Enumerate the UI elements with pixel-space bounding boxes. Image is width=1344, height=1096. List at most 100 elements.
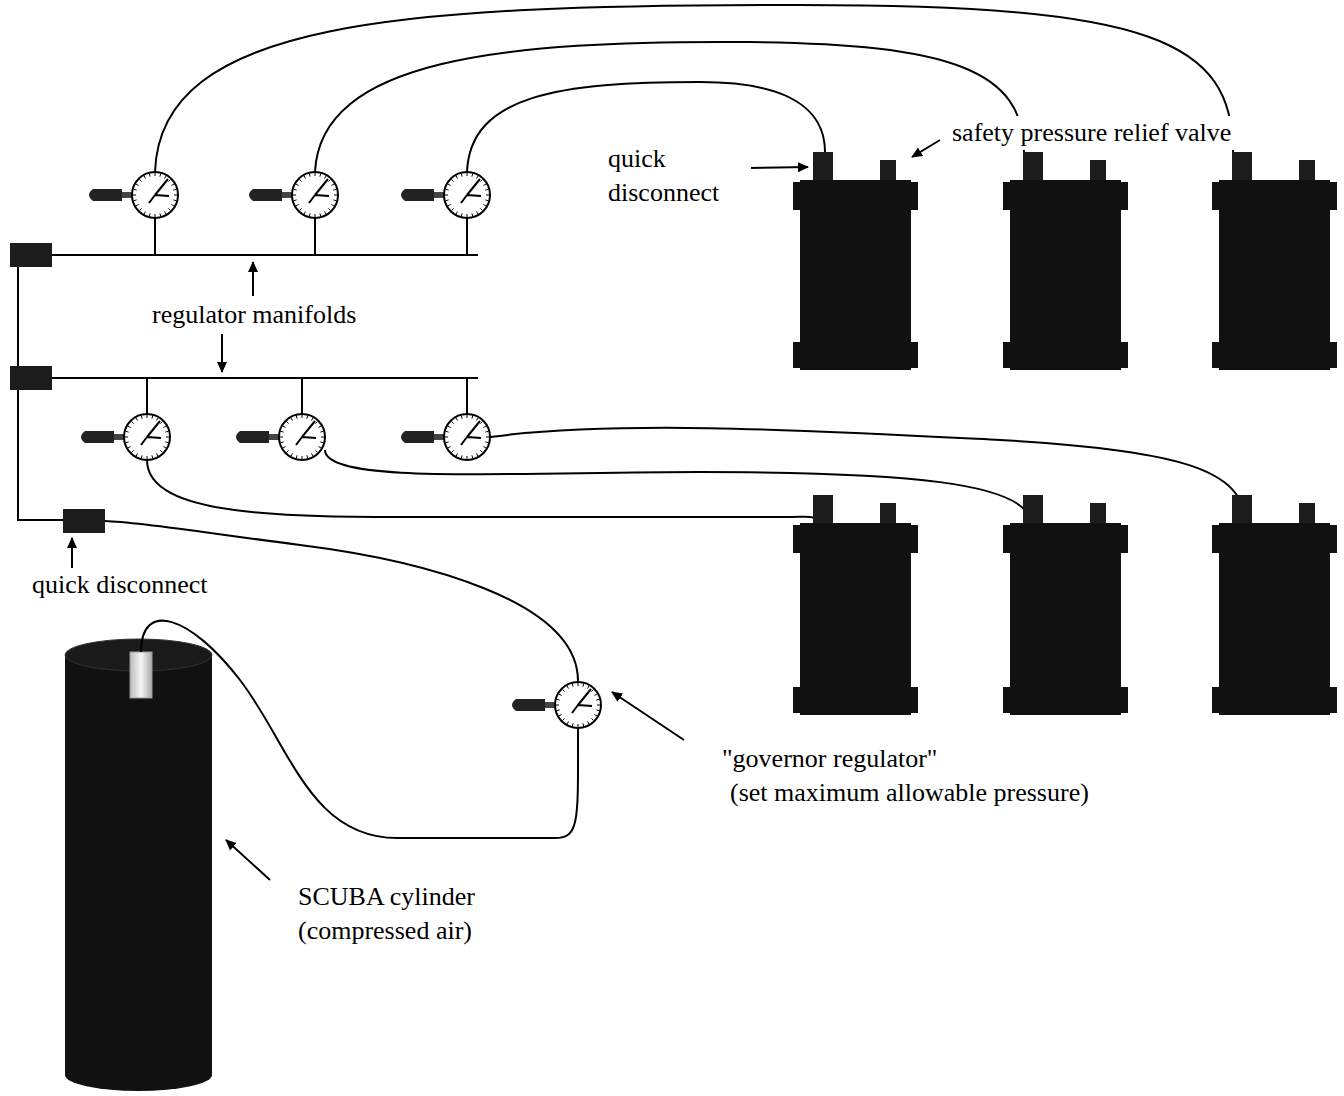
gauge-tick — [173, 189, 176, 191]
vessel-cap — [793, 342, 918, 368]
gauge-tick — [461, 455, 463, 458]
gauge-tick — [306, 455, 308, 458]
label: (set maximum allowable pressure) — [727, 776, 1092, 810]
label: quick disconnect — [29, 568, 210, 602]
gauge-tick — [485, 441, 488, 443]
gauge-tick — [467, 173, 468, 176]
gauge-tick — [281, 431, 284, 433]
gauge-tick — [334, 195, 337, 196]
gauge-needle — [296, 421, 316, 445]
gauge-tick — [480, 450, 482, 452]
gauge-tick — [165, 211, 167, 214]
gauge-tick — [320, 441, 323, 443]
gauge-tick — [562, 689, 564, 691]
gauge-tick — [582, 684, 584, 687]
gauge-tick — [157, 418, 159, 421]
gauge-tick — [302, 415, 303, 418]
gauge-tick — [157, 453, 159, 456]
gauge-tick — [168, 208, 170, 210]
gauge-tick — [448, 184, 451, 186]
gauge-tick — [477, 453, 479, 456]
gauge-tick — [451, 208, 453, 210]
relief-valve — [1299, 160, 1315, 182]
gauge-tick — [480, 179, 482, 181]
gauge-tick — [160, 450, 162, 452]
gauge-tick — [286, 421, 288, 423]
pressure-gauges — [81, 172, 601, 728]
gauge-tick — [572, 684, 574, 687]
gauge-tick — [149, 213, 151, 216]
relief-valve — [1090, 160, 1106, 182]
gauge-tick — [147, 415, 148, 418]
gauge-tick — [144, 211, 146, 214]
gauge-needle — [149, 179, 169, 203]
gauge-tick — [467, 214, 468, 217]
quick-disconnect — [1232, 152, 1252, 182]
gauge-tick — [136, 418, 138, 421]
gauge-face — [555, 682, 601, 728]
gauge-tick — [461, 213, 463, 216]
gauge-tick — [559, 694, 562, 696]
scuba-cylinder — [65, 639, 212, 1091]
gauge-tick — [134, 189, 137, 191]
gauge-tick — [456, 176, 458, 179]
gauge-tick — [165, 441, 168, 443]
gauge-tick — [286, 450, 288, 452]
gauge-tick — [296, 455, 298, 458]
gauge-tick — [320, 431, 323, 433]
gauge-tick — [591, 689, 593, 691]
gauge-tick — [471, 455, 473, 458]
gauge-tick — [306, 416, 308, 419]
gauge-tick — [296, 184, 299, 186]
gauge-tick — [471, 174, 473, 177]
relief-valve — [1090, 503, 1106, 525]
gauge-tick — [582, 723, 584, 726]
gauge-tick — [588, 686, 590, 689]
gauge-tick — [480, 208, 482, 210]
gauge-tick — [461, 416, 463, 419]
vessel-cap — [1003, 182, 1128, 210]
gauge-tick — [294, 189, 297, 191]
gauge-tick — [331, 205, 334, 207]
hoses — [105, 5, 1245, 838]
gauge-tick — [480, 421, 482, 423]
label: "governor regulator" — [719, 742, 940, 776]
gauge-tick — [325, 176, 327, 179]
gauge-tick — [155, 173, 156, 176]
relief-valve — [880, 503, 896, 525]
vessel-cap — [1003, 342, 1128, 368]
gauge-tick — [299, 179, 301, 181]
regulator-stem — [434, 434, 444, 440]
gauge-tick — [567, 721, 569, 724]
gauge-tick — [163, 426, 166, 428]
gauge-tick — [451, 179, 453, 181]
gauge-tick — [483, 205, 486, 207]
gauge-tick — [126, 441, 129, 443]
gauge-tick — [328, 179, 330, 181]
gauge-tick — [486, 195, 489, 196]
gauge-tick — [293, 195, 296, 196]
gauge-face — [124, 414, 170, 460]
gauge-tick — [174, 195, 177, 196]
gauge-tick — [296, 205, 299, 207]
gauge-tick — [319, 174, 321, 177]
gauge-tick — [483, 447, 486, 449]
vessel-cap — [793, 525, 918, 553]
regulator-knob — [81, 431, 114, 443]
regulator-stem — [269, 434, 279, 440]
relief-valve — [880, 160, 896, 182]
relief-valve — [1299, 503, 1315, 525]
gauge-tick — [136, 184, 139, 186]
gauge-face — [444, 414, 490, 460]
gauge-tick — [163, 447, 166, 449]
gauge-tick — [159, 174, 161, 177]
gauge-tick — [477, 418, 479, 421]
gauge-tick — [280, 437, 283, 438]
gauge-tick — [477, 211, 479, 214]
regulator-knob — [512, 699, 545, 711]
gauge-tick — [315, 173, 316, 176]
gauge-tick — [486, 437, 489, 438]
gauge-tick — [281, 441, 284, 443]
gauge-tick — [296, 416, 298, 419]
gauge-tick — [451, 421, 453, 423]
